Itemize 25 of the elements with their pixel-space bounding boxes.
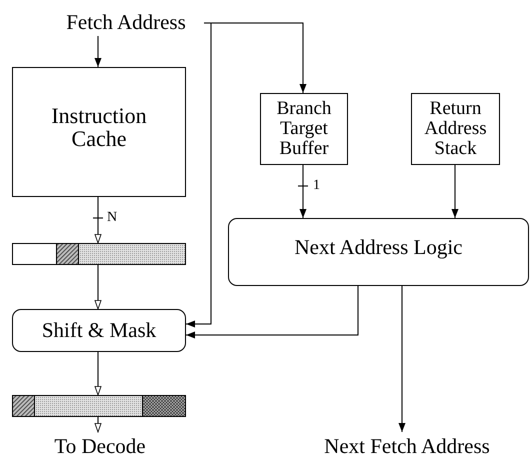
arrow <box>186 286 358 338</box>
arrow <box>94 264 102 310</box>
arrow <box>452 164 458 218</box>
process-box <box>411 93 500 165</box>
box-label: Shift & Mask <box>42 319 156 342</box>
instruction-bar <box>12 243 186 265</box>
arrow <box>92 196 104 244</box>
output-label: To Decode <box>54 434 146 458</box>
box-label: Instruction Cache <box>50 104 148 150</box>
output-label: Next Fetch Address <box>324 434 490 458</box>
arrow <box>94 416 102 432</box>
arrow <box>94 36 102 68</box>
arrow <box>186 22 212 328</box>
process-box <box>260 93 348 165</box>
box-label: Branch Target Buffer <box>276 99 332 159</box>
process-box <box>12 309 186 352</box>
arrow <box>298 164 308 218</box>
instruction-bar <box>12 395 186 417</box>
cache-box <box>12 67 186 197</box>
logic-box <box>228 218 529 286</box>
arrow <box>94 352 102 396</box>
input-label: Fetch Address <box>66 10 186 34</box>
arrow <box>398 286 406 432</box>
box-label: Return Address Stack <box>423 99 488 159</box>
box-label: Next Address Logic <box>294 236 462 258</box>
